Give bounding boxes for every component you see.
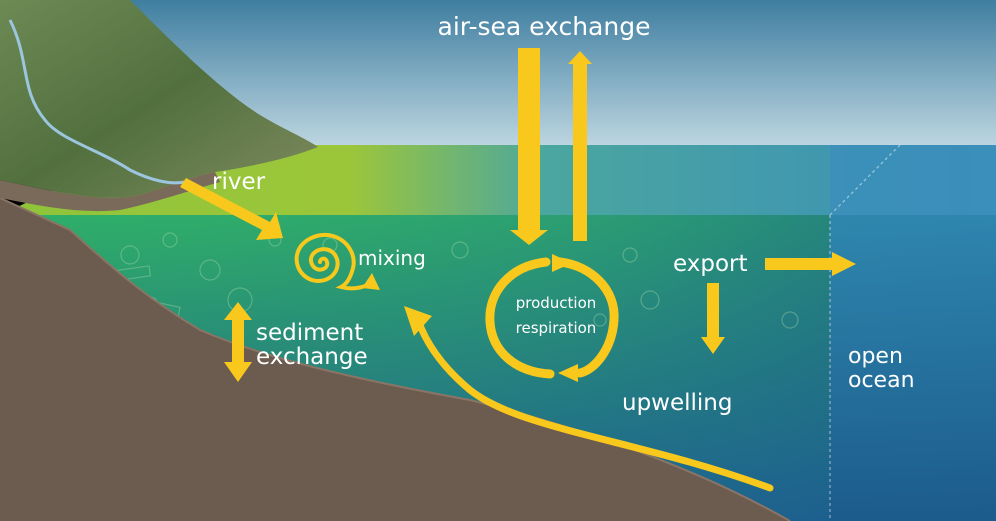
label-ocean: ocean (848, 368, 915, 393)
label-export: export (673, 251, 748, 277)
sediment-floor (0, 198, 790, 521)
open-ocean-divider-top (829, 144, 901, 216)
coastal-land (0, 0, 318, 198)
sediment-arrow-head-down (224, 362, 252, 382)
sediment-arrow-head-up (224, 302, 252, 320)
label-sediment-exchange: exchange (256, 344, 368, 370)
label-upwelling: upwelling (622, 390, 733, 416)
sediment-edge (0, 197, 791, 521)
air-sea-up-arrow-head (568, 51, 592, 64)
label-respiration: respiration (516, 319, 597, 337)
air-sea-up-arrow-shaft (573, 63, 587, 241)
cycle-left-arc (485, 257, 555, 379)
label-river: river (212, 169, 266, 195)
arrows (180, 48, 856, 382)
cycle-arrow-head-bottom (558, 364, 578, 382)
upwelling-arrow-curve (414, 316, 774, 492)
open-ocean-box (830, 215, 996, 521)
coast-cliff (0, 172, 220, 212)
label-production: production (516, 294, 597, 312)
river-channel (8, 19, 186, 185)
open-ocean-surface (830, 145, 996, 215)
export-down-arrow-head (701, 337, 725, 354)
export-down-arrow-shaft (707, 283, 719, 338)
label-mixing: mixing (358, 246, 426, 270)
mixing-spiral (294, 233, 375, 291)
label-open: open (848, 344, 903, 369)
cycle-right-arc (555, 257, 619, 378)
sediment-arrow-shaft (232, 318, 244, 364)
label-air-sea-exchange: air-sea exchange (438, 12, 651, 41)
export-right-arrow-head (832, 252, 856, 276)
export-right-arrow-shaft (765, 258, 833, 270)
label-sediment: sediment (256, 320, 363, 346)
air-sea-down-arrow-shaft (518, 48, 540, 233)
air-sea-down-arrow-head (510, 230, 548, 245)
river-arrow (180, 178, 283, 240)
